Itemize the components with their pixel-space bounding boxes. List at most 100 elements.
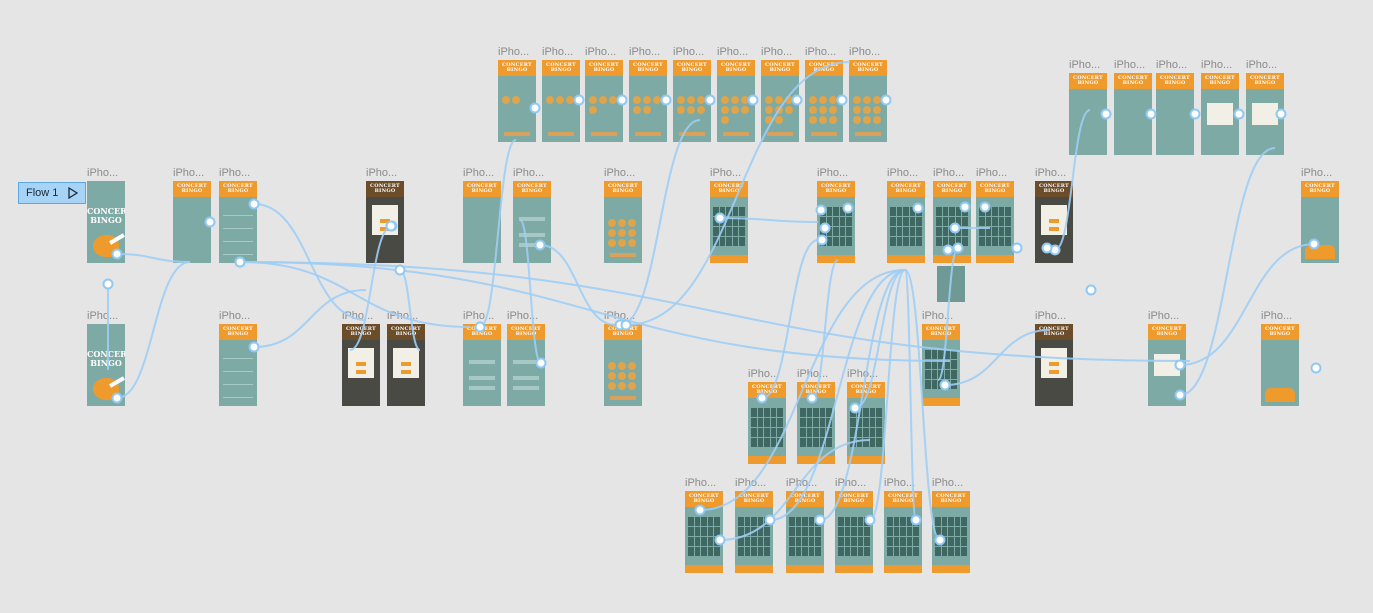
frame-label[interactable]: iPho...: [685, 477, 717, 489]
frame-label[interactable]: iPho...: [847, 368, 879, 380]
frame-label[interactable]: iPho...: [735, 477, 767, 489]
frame-label[interactable]: iPho...: [87, 310, 119, 322]
frame-label[interactable]: iPho...: [604, 167, 636, 179]
frame-label[interactable]: iPho...: [604, 310, 636, 322]
frame-label[interactable]: iPho...: [748, 368, 780, 380]
frame-label[interactable]: iPho...: [1246, 59, 1278, 71]
frame-label[interactable]: iPho...: [463, 167, 495, 179]
frame-label[interactable]: iPho...: [1301, 167, 1333, 179]
frame-label[interactable]: iPho...: [717, 46, 749, 58]
frame-label[interactable]: iPho...: [219, 167, 251, 179]
frame-label[interactable]: iPho...: [1148, 310, 1180, 322]
frame-label[interactable]: iPho...: [922, 310, 954, 322]
frame-label[interactable]: iPho...: [835, 477, 867, 489]
frame-label[interactable]: iPho...: [805, 46, 837, 58]
frame-label[interactable]: iPho...: [884, 477, 916, 489]
frame-label[interactable]: iPho...: [673, 46, 705, 58]
frame-label[interactable]: iPho...: [761, 46, 793, 58]
frame-label[interactable]: iPho...: [173, 167, 205, 179]
frame-label[interactable]: iPho...: [1261, 310, 1293, 322]
tab-bar: [797, 456, 835, 464]
frame-label[interactable]: iPho...: [463, 310, 495, 322]
frame-label[interactable]: iPho...: [817, 167, 849, 179]
frame-label[interactable]: iPho...: [1156, 59, 1188, 71]
frame-label[interactable]: iPho...: [710, 167, 742, 179]
frame-label[interactable]: iPho...: [542, 46, 574, 58]
frame-label[interactable]: iPho...: [498, 46, 530, 58]
frame-label[interactable]: iPho...: [849, 46, 881, 58]
frame-label[interactable]: iPho...: [513, 167, 545, 179]
frame-label[interactable]: iPho...: [887, 167, 919, 179]
flow-start-badge[interactable]: Flow 1: [18, 182, 86, 204]
frame-label[interactable]: iPho...: [219, 310, 251, 322]
frame-label[interactable]: iPho...: [629, 46, 661, 58]
frame-label[interactable]: iPho...: [1035, 167, 1067, 179]
frame-label[interactable]: iPho...: [366, 167, 398, 179]
frame-label[interactable]: iPho...: [1114, 59, 1146, 71]
frame-label[interactable]: iPho...: [1035, 310, 1067, 322]
frame-label[interactable]: iPho...: [1069, 59, 1101, 71]
frame-label[interactable]: iPho...: [932, 477, 964, 489]
frame-label[interactable]: iPho...: [1201, 59, 1233, 71]
frame-label[interactable]: iPho...: [507, 310, 539, 322]
frame-label[interactable]: iPho...: [585, 46, 617, 58]
frame-label[interactable]: iPho...: [786, 477, 818, 489]
frame-label[interactable]: iPho...: [342, 310, 374, 322]
frame-label[interactable]: iPho...: [87, 167, 119, 179]
frame-label[interactable]: iPho...: [976, 167, 1008, 179]
frame-label[interactable]: iPho...: [387, 310, 419, 322]
frame-label[interactable]: iPho...: [933, 167, 965, 179]
frame-label[interactable]: iPho...: [797, 368, 829, 380]
